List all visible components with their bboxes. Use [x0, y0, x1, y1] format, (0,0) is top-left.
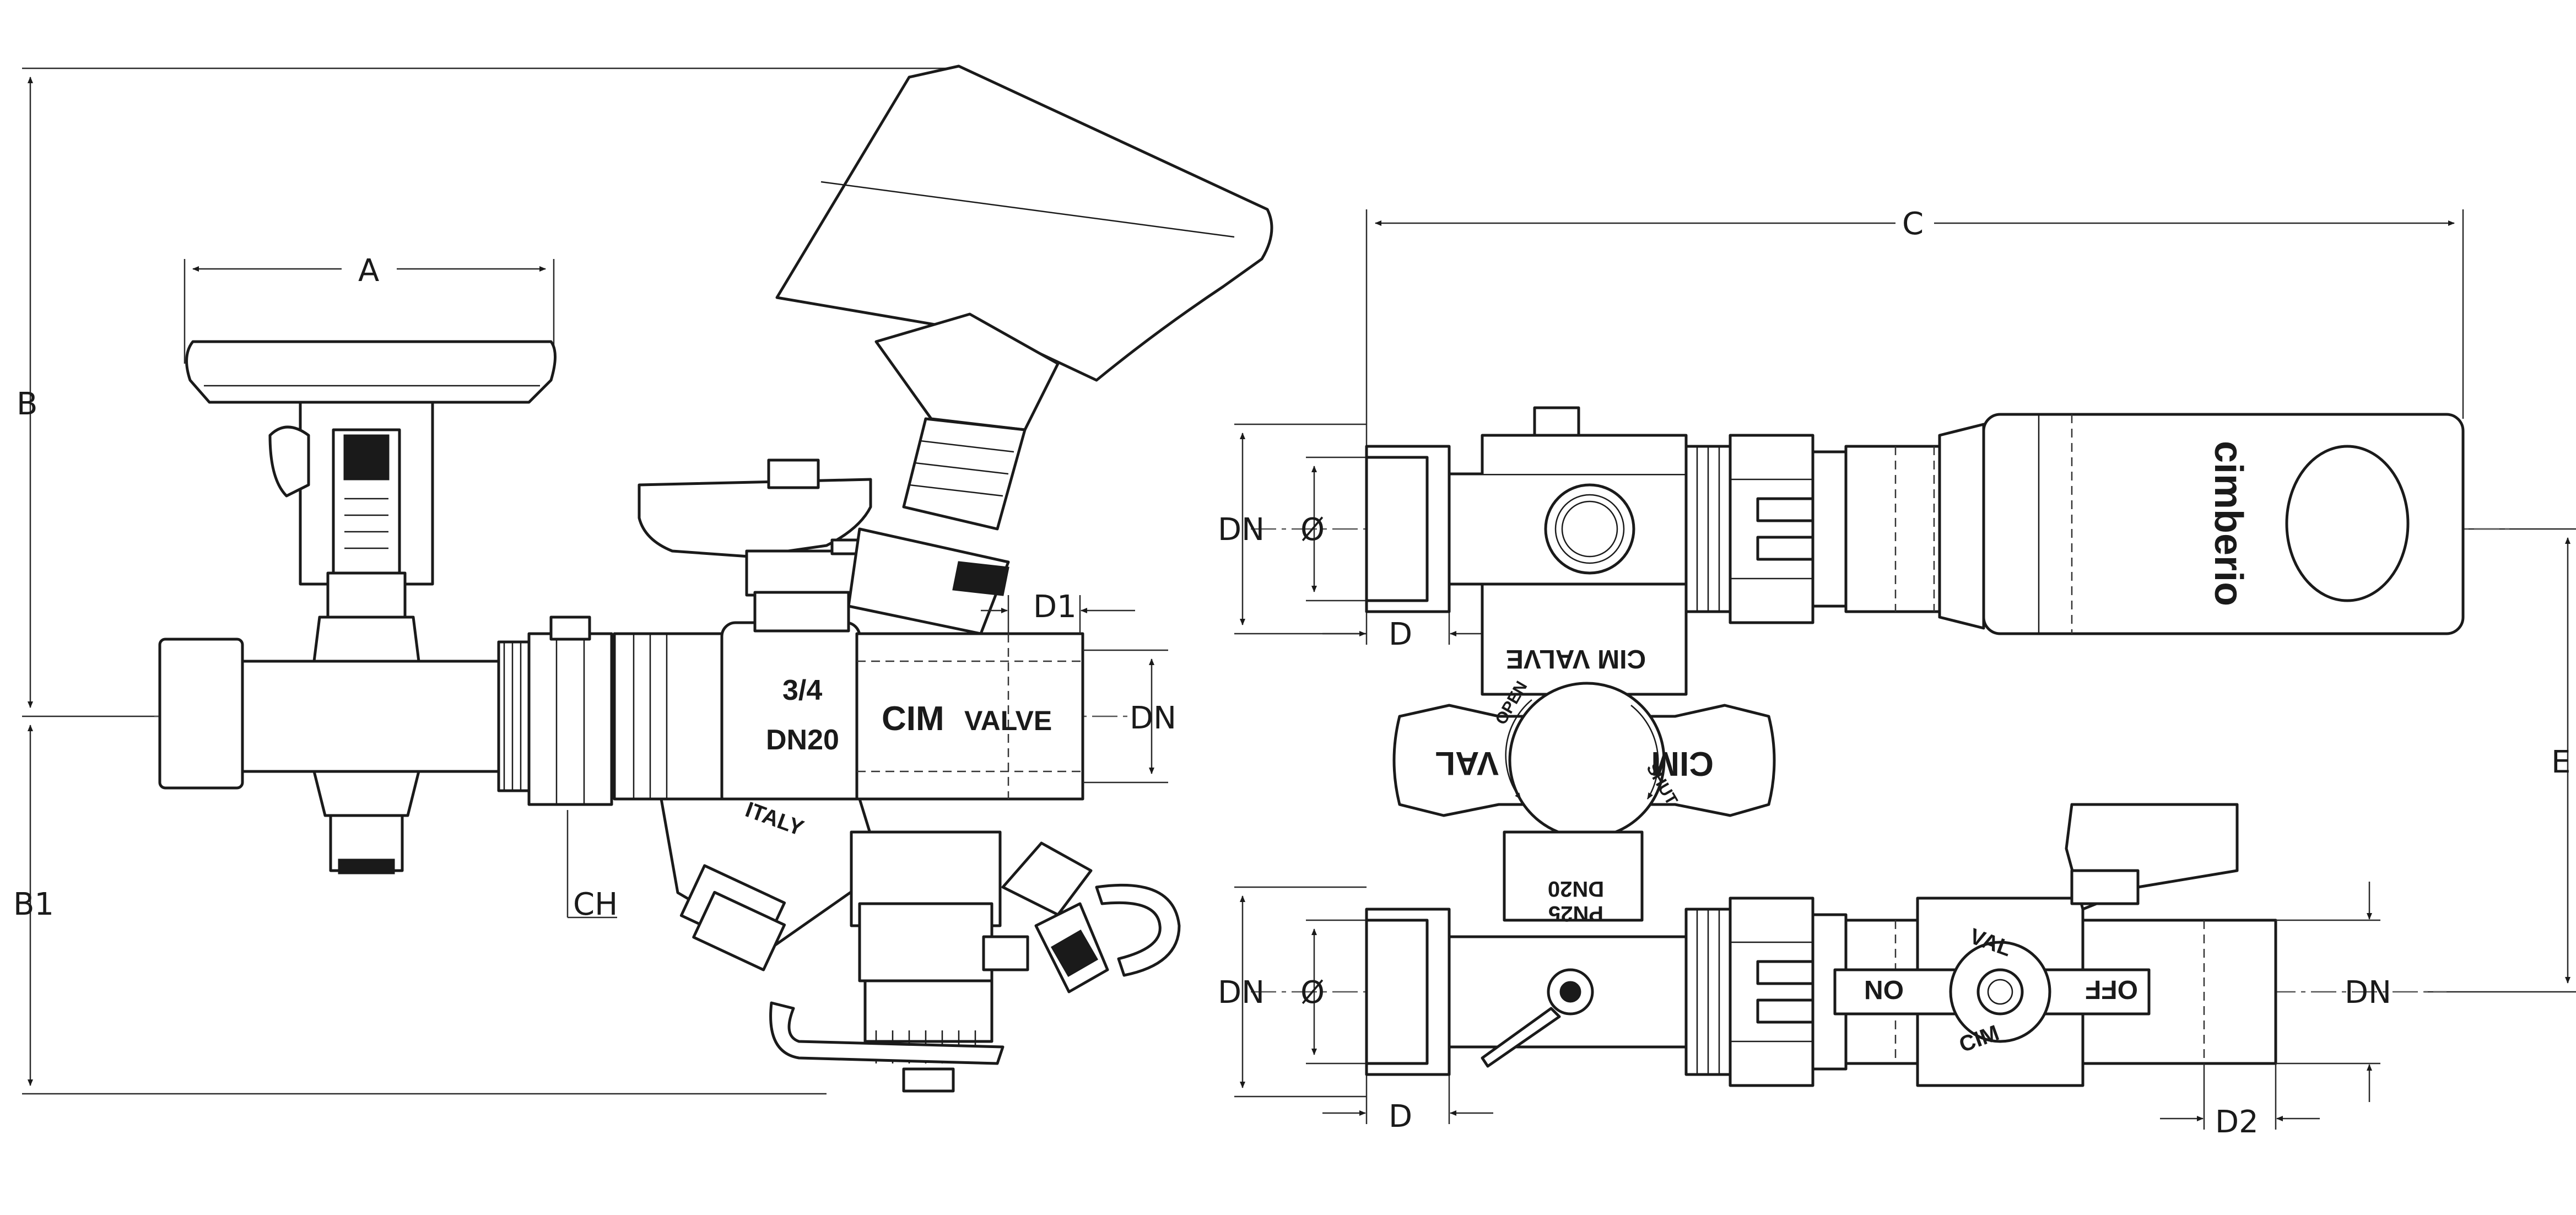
dimension-ch: CH	[566, 810, 618, 922]
marking-cim-logo: CIM	[882, 700, 944, 738]
marking-size: 3/4	[782, 674, 822, 706]
dim-label-ch: CH	[573, 887, 618, 922]
dim-label-dn-side: DN	[1130, 700, 1176, 736]
dim-label-dn-bottom: DN	[1218, 975, 1265, 1011]
marking-body-dn: DN20	[1548, 877, 1604, 901]
marking-valve: VALVE	[964, 705, 1052, 736]
dim-label-d1: D1	[1033, 589, 1077, 625]
marking-on: ON	[1864, 975, 1904, 1004]
dim-label-d-bottom: D	[1389, 1099, 1412, 1135]
dim-label-b: B	[17, 386, 37, 422]
plan-view: C E DN Ø D	[1218, 204, 2576, 1140]
dim-label-d-top: D	[1389, 617, 1412, 652]
marking-dn: DN20	[766, 724, 839, 756]
side-view: B B1 A	[13, 64, 1273, 1095]
marking-off: OFF	[2085, 975, 2138, 1004]
valve-top-handle	[638, 458, 872, 633]
marking-handle-val: VAL	[1435, 745, 1499, 782]
main-valve-body: 3/4 DN20 CIM VALVE	[613, 621, 1084, 812]
dimension-d1-dn-side: D1 DN	[981, 589, 1176, 784]
ball-valve-lever: ON OFF VAL CIM	[1833, 803, 2239, 1087]
dim-label-e: E	[2551, 744, 2570, 780]
marking-handle-cim: CIM	[1651, 744, 1714, 782]
dimension-top-pipe: DN Ø D	[1218, 423, 1493, 652]
left-handwheel	[185, 340, 557, 619]
vertical-connector	[1503, 830, 1644, 922]
marking-body-pn: PN25	[1548, 901, 1603, 926]
marking-top-body-mirrored: CIM VALVE	[1506, 644, 1646, 673]
dim-label-phi-top: Ø	[1300, 512, 1325, 548]
plan-t-handle: VAL CIM OPEN SHUT	[1392, 678, 1776, 839]
dimension-bottom-pipe: DN Ø D	[1218, 886, 1493, 1135]
dim-label-a: A	[358, 253, 379, 289]
dim-label-c: C	[1902, 206, 1924, 242]
dim-label-b1: B1	[13, 887, 54, 922]
dim-label-dn-top: DN	[1218, 512, 1265, 548]
actuator-top: cimberio	[1938, 413, 2465, 635]
dimension-right-dn-d2: DN D2	[2160, 882, 2391, 1140]
dimension-c: C	[1365, 204, 2464, 452]
marking-actuator-brand: cimberio	[2206, 441, 2250, 606]
top-pipe-assembly: CIM VALVE	[1365, 406, 1985, 696]
dimension-b: B B1	[13, 67, 953, 1095]
valve-lower-body: ITALY	[660, 797, 1181, 1093]
actuator-angled	[775, 64, 1273, 635]
dimension-a: A	[183, 248, 555, 364]
dim-label-dn-right: DN	[2345, 975, 2391, 1011]
dim-label-d2: D2	[2215, 1104, 2259, 1140]
left-tee-body	[158, 615, 613, 874]
dim-label-phi-bottom: Ø	[1300, 975, 1325, 1011]
